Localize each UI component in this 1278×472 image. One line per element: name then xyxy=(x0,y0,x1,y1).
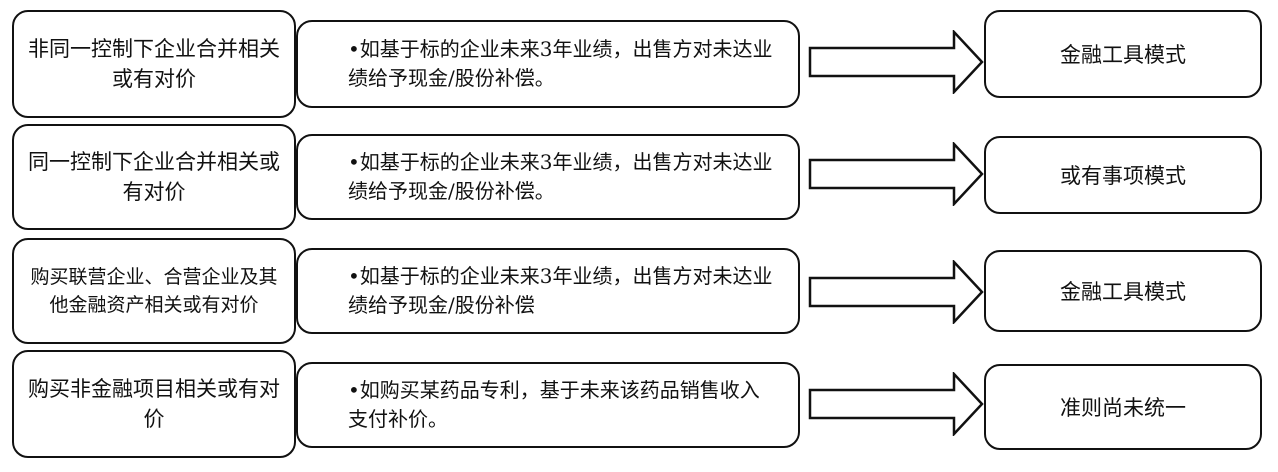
diagram-row-3: 购买联营企业、合营企业及其他金融资产相关或有对价 •如基于标的企业未来3年业绩，… xyxy=(0,236,1278,348)
result-text: 金融工具模式 xyxy=(1060,43,1186,67)
category-text: 同一控制下企业合并相关或有对价 xyxy=(28,150,280,204)
category-text: 购买非金融项目相关或有对价 xyxy=(28,377,280,431)
description-text: •如购买某药品专利，基于未来该药品销售收入支付补价。 xyxy=(348,378,760,431)
result-text: 或有事项模式 xyxy=(1060,164,1186,188)
category-box: 购买联营企业、合营企业及其他金融资产相关或有对价 xyxy=(12,238,296,344)
category-box: 购买非金融项目相关或有对价 xyxy=(12,350,296,458)
category-text: 非同一控制下企业合并相关或有对价 xyxy=(28,37,280,91)
result-box: 或有事项模式 xyxy=(984,136,1262,214)
description-text: •如基于标的企业未来3年业绩，出售方对未达业绩给予现金/股份补偿。 xyxy=(348,37,773,90)
right-block-arrow-icon xyxy=(808,372,984,436)
result-box: 准则尚未统一 xyxy=(984,364,1262,450)
description-box: •如基于标的企业未来3年业绩，出售方对未达业绩给予现金/股份补偿。 xyxy=(296,134,800,220)
diagram-row-4: 购买非金融项目相关或有对价 •如购买某药品专利，基于未来该药品销售收入支付补价。… xyxy=(0,348,1278,460)
diagram-row-1: 非同一控制下企业合并相关或有对价 •如基于标的企业未来3年业绩，出售方对未达业绩… xyxy=(0,8,1278,120)
result-box: 金融工具模式 xyxy=(984,250,1262,332)
result-text: 金融工具模式 xyxy=(1060,280,1186,304)
result-text: 准则尚未统一 xyxy=(1060,396,1186,420)
description-box: •如购买某药品专利，基于未来该药品销售收入支付补价。 xyxy=(296,362,800,448)
diagram-row-2: 同一控制下企业合并相关或有对价 •如基于标的企业未来3年业绩，出售方对未达业绩给… xyxy=(0,122,1278,234)
category-box: 同一控制下企业合并相关或有对价 xyxy=(12,124,296,230)
category-box: 非同一控制下企业合并相关或有对价 xyxy=(12,10,296,118)
category-text: 购买联营企业、合营企业及其他金融资产相关或有对价 xyxy=(30,266,278,316)
description-text: •如基于标的企业未来3年业绩，出售方对未达业绩给予现金/股份补偿 xyxy=(348,264,773,317)
result-box: 金融工具模式 xyxy=(984,10,1262,98)
right-block-arrow-icon xyxy=(808,142,984,206)
description-box: •如基于标的企业未来3年业绩，出售方对未达业绩给予现金/股份补偿。 xyxy=(296,20,800,108)
right-block-arrow-icon xyxy=(808,30,984,94)
description-box: •如基于标的企业未来3年业绩，出售方对未达业绩给予现金/股份补偿 xyxy=(296,248,800,334)
right-block-arrow-icon xyxy=(808,260,984,324)
description-text: •如基于标的企业未来3年业绩，出售方对未达业绩给予现金/股份补偿。 xyxy=(348,150,773,203)
